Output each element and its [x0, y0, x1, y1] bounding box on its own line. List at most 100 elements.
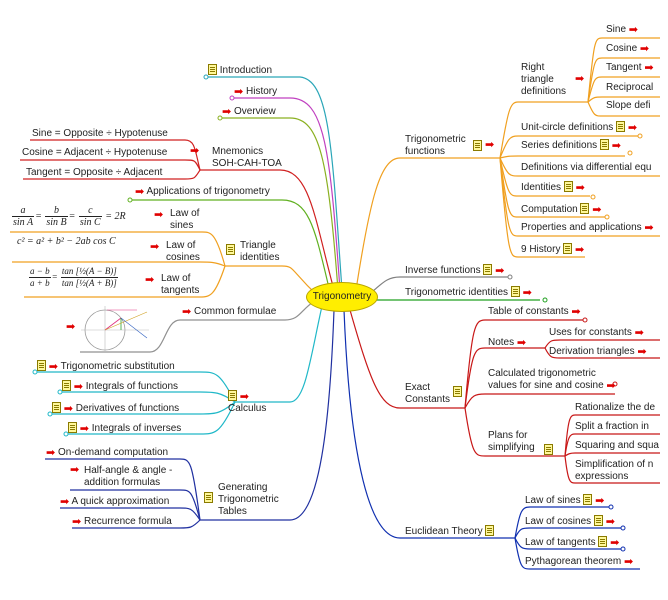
topic-trig-functions[interactable]: Trigonometric functions ➡	[405, 134, 495, 157]
plans-squaring[interactable]: Squaring and squa	[575, 440, 659, 451]
link-notes-1	[544, 339, 660, 349]
link-arrow-icon: ➡	[605, 516, 615, 528]
link-arrow-icon[interactable]: ➡	[66, 321, 76, 333]
topic-euclidean-theory[interactable]: Euclidean Theory	[405, 525, 495, 538]
exact-notes[interactable]: Notes ➡	[488, 337, 527, 349]
euclid-law-of-cosines[interactable]: Law of cosines ➡	[525, 515, 615, 528]
fn-differential[interactable]: Definitions via differential equ	[521, 162, 652, 173]
link-notes-2	[544, 347, 660, 359]
link-ex-table	[464, 319, 585, 409]
note-icon	[37, 360, 46, 371]
topic-right-triangle[interactable]: Right triangle definitions ➡	[521, 62, 585, 97]
link-common	[80, 299, 317, 353]
fn-properties[interactable]: Properties and applications ➡	[521, 222, 654, 234]
formula-law-of-cosines: c² = a² + b² − 2ab cos C	[17, 236, 116, 247]
generating-item-1[interactable]: ➡ On-demand computation	[46, 447, 169, 459]
link-fn-4	[499, 157, 590, 197]
calculus-item-2[interactable]: ➡ Integrals of functions	[62, 380, 178, 393]
link-arrow-icon: ➡	[628, 24, 639, 36]
link-arrow-icon: ➡	[60, 496, 70, 508]
link-fn-3	[499, 157, 660, 177]
central-topic[interactable]: Trigonometry	[306, 282, 378, 312]
link-arrow-icon: ➡	[627, 122, 638, 134]
link-introduction	[206, 76, 343, 291]
link-arrow-icon: ➡	[571, 306, 581, 318]
topic-applications[interactable]: ➡ Applications of trigonometry	[135, 186, 270, 198]
rt-slope[interactable]: Slope defi	[606, 100, 651, 111]
topic-law-of-sines[interactable]: ➡ Law of sines	[154, 208, 200, 231]
link-gen-1	[45, 458, 201, 521]
calculus-item-1[interactable]: ➡ Trigonometric substitution	[37, 360, 175, 373]
topic-overview[interactable]: ➡ Overview	[222, 106, 276, 118]
topic-exact-constants[interactable]: Exact Constants	[405, 382, 471, 406]
note-icon	[563, 243, 573, 254]
link-arrow-icon: ➡	[190, 145, 200, 157]
euclid-law-of-sines[interactable]: Law of sines ➡	[525, 494, 605, 507]
link-triangle	[225, 265, 319, 297]
exact-plans[interactable]: Plans for simplifying	[488, 430, 566, 455]
link-plans-3	[564, 452, 660, 457]
unit-circle-image	[81, 306, 149, 352]
note-icon	[453, 386, 462, 397]
link-calculus	[235, 305, 323, 403]
generating-item-3[interactable]: ➡ A quick approximation	[60, 496, 170, 508]
calculus-item-4[interactable]: ➡ Integrals of inverses	[68, 422, 181, 435]
link-arrow-icon: ➡	[516, 337, 527, 349]
rt-sine[interactable]: Sine ➡	[606, 24, 639, 36]
topic-mnemonics[interactable]: ➡ Mnemonics SOH-CAH-TOA	[190, 145, 282, 170]
link-eu-4	[514, 537, 640, 570]
link-arrow-icon: ➡	[522, 287, 532, 299]
note-icon	[616, 121, 626, 132]
topic-history[interactable]: ➡ History	[234, 86, 278, 98]
topic-common-formulae[interactable]: ➡ Common formulae	[182, 306, 277, 318]
fn-series[interactable]: Series definitions ➡	[521, 139, 621, 152]
link-arrow-icon: ➡	[623, 556, 634, 568]
note-icon	[580, 203, 590, 214]
notes-uses[interactable]: Uses for constants ➡	[549, 327, 644, 339]
link-arrow-icon: ➡	[72, 516, 82, 528]
mnemonic-cosine[interactable]: Cosine = Adjacent ÷ Hypotenuse	[22, 147, 168, 158]
exact-calculated[interactable]: Calculated trigonometric values for sine…	[488, 368, 616, 392]
fn-identities[interactable]: Identities ➡	[521, 181, 585, 194]
note-icon	[68, 422, 77, 433]
link-mnemonics	[200, 169, 335, 291]
link-euclidean	[343, 309, 515, 539]
topic-triangle-identities[interactable]: Triangle identities	[226, 240, 288, 264]
topic-law-of-tangents[interactable]: ➡ Law of tangents	[145, 273, 200, 296]
link-arrow-icon: ➡	[611, 140, 621, 152]
link-rt-3	[587, 76, 660, 103]
topic-introduction[interactable]: Introduction	[208, 64, 272, 77]
exact-table[interactable]: Table of constants ➡	[488, 306, 581, 318]
fn-history[interactable]: 9 History ➡	[521, 243, 585, 256]
rt-reciprocal[interactable]: Reciprocal	[606, 82, 654, 93]
plans-simplification[interactable]: Simplification of n expressions	[575, 459, 654, 482]
topic-inverse-functions[interactable]: Inverse functions ➡	[405, 264, 505, 277]
plans-rationalize[interactable]: Rationalize the de	[575, 402, 656, 413]
calculus-item-3[interactable]: ➡ Derivatives of functions	[52, 402, 179, 415]
topic-generating-tables[interactable]: Generating Trigonometric Tables	[204, 482, 288, 518]
link-ex-notes	[464, 347, 545, 409]
notes-derivation[interactable]: Derivation triangles ➡	[549, 346, 647, 358]
link-arrow-icon: ➡	[222, 106, 232, 118]
generating-item-2[interactable]: ➡ Half-angle & angle - addition formulas	[70, 464, 173, 489]
euclid-law-of-tangents[interactable]: Law of tangents ➡	[525, 536, 620, 549]
topic-law-of-cosines[interactable]: ➡ Law of cosines	[150, 240, 200, 263]
mnemonic-tangent[interactable]: Tangent = Opposite ÷ Adjacent	[26, 167, 163, 178]
fn-unit-circle[interactable]: Unit-circle definitions ➡	[521, 121, 638, 134]
rt-cosine[interactable]: Cosine ➡	[606, 43, 650, 55]
euclid-pythagorean[interactable]: Pythagorean theorem ➡	[525, 556, 634, 568]
link-arrow-icon: ➡	[239, 391, 249, 403]
fn-computation[interactable]: Computation ➡	[521, 203, 602, 216]
topic-calculus[interactable]: ➡ Calculus	[228, 390, 267, 414]
topic-trig-identities[interactable]: Trigonometric identities ➡	[405, 286, 532, 299]
generating-item-4[interactable]: ➡ Recurrence formula	[72, 516, 172, 528]
link-arrow-icon: ➡	[70, 464, 80, 476]
link-arrow-icon: ➡	[575, 244, 585, 256]
note-icon	[62, 380, 71, 391]
link-arrow-icon: ➡	[145, 274, 155, 286]
mnemonic-sine[interactable]: Sine = Opposite ÷ Hypotenuse	[32, 128, 168, 139]
plans-split[interactable]: Split a fraction in	[575, 421, 649, 432]
link-tri-cosines	[150, 261, 226, 267]
rt-tangent[interactable]: Tangent ➡	[606, 62, 654, 74]
